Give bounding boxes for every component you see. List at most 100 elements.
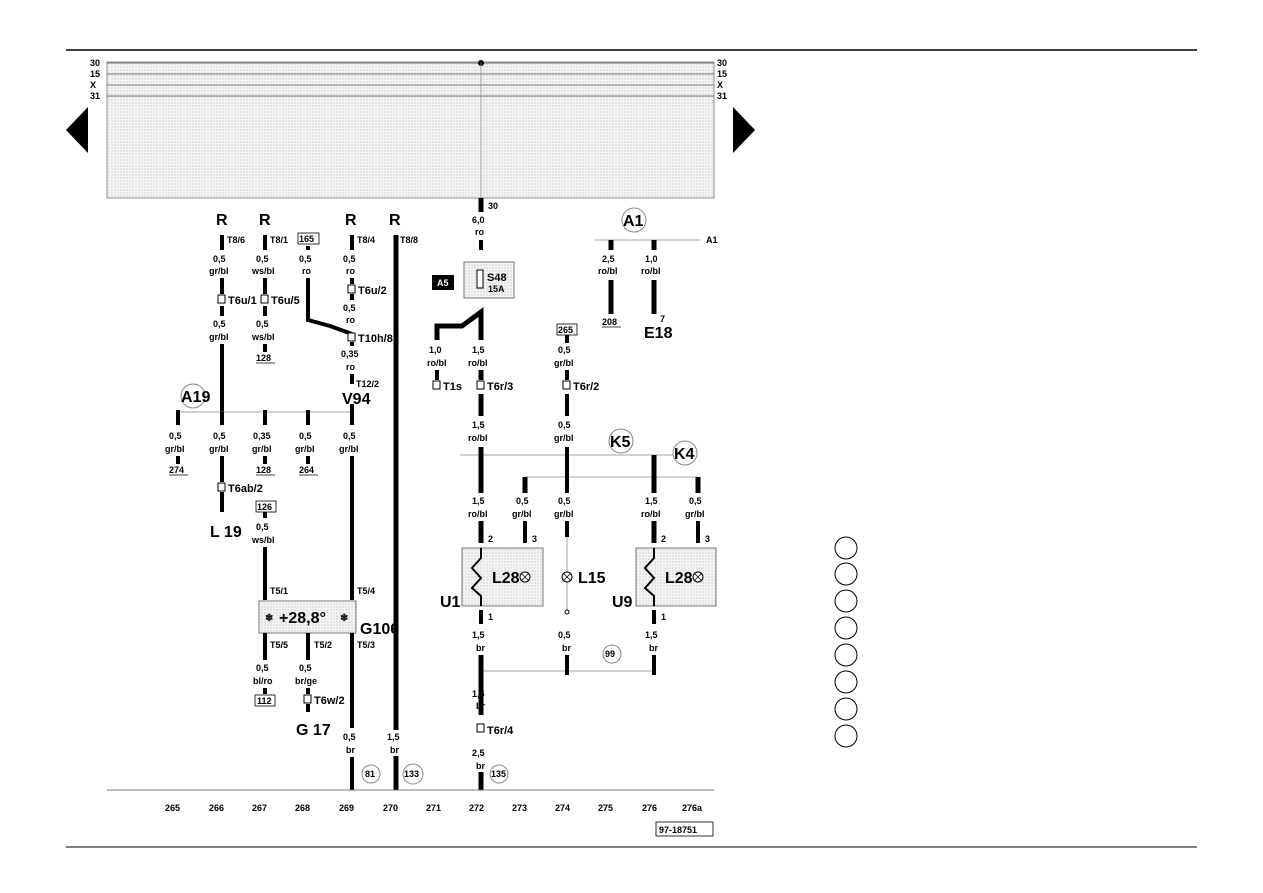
wire-color-276a: gr/bl (685, 509, 705, 519)
wire-color-272-b: ro/bl (468, 433, 488, 443)
ref-274: 274 (169, 465, 184, 475)
wire-color-t1s: ro/bl (427, 358, 447, 368)
wire-size-g106: 0,5 (256, 522, 269, 532)
ref-264: 264 (299, 465, 314, 475)
wire-size-276-a: 1,5 (645, 496, 658, 506)
pin-276a-3: 3 (705, 534, 710, 544)
wire-size-274-c: 0,5 (558, 496, 571, 506)
ref-265: 265 (558, 325, 573, 335)
ref-208: 208 (602, 317, 617, 327)
a19-label: A19 (181, 389, 210, 406)
ref-126: 126 (257, 502, 272, 512)
wire-color-276-a: ro/bl (641, 509, 661, 519)
rail-x-right: X (717, 80, 723, 90)
wire-size-268: 0,5 (299, 254, 312, 264)
wire-size-a19-4: 0,5 (299, 431, 312, 441)
rail-30-right: 30 (717, 58, 727, 68)
wire-size-272-b: 1,5 (472, 420, 485, 430)
wire-size-272-f: 2,5 (472, 748, 485, 758)
wire-size-t1s: 1,0 (429, 345, 442, 355)
wire-color-273: gr/bl (512, 509, 532, 519)
wire-size-267-a: 0,5 (256, 254, 269, 264)
ref-128-a19: 128 (256, 465, 271, 475)
col-275: 275 (598, 803, 613, 813)
wire-color-276-b: br (649, 643, 658, 653)
wire-size-t52: 0,5 (299, 663, 312, 673)
col-265: 265 (165, 803, 180, 813)
prev-page-arrow[interactable] (66, 107, 88, 153)
col-273: 273 (512, 803, 527, 813)
wire-size-a1-2: 1,0 (645, 254, 658, 264)
component-e18: E18 (644, 325, 673, 342)
wire-size-272-c: 1,5 (472, 496, 485, 506)
module-u1 (461, 547, 544, 607)
wire-size-266-a: 0,5 (213, 254, 226, 264)
wire-color-269-b: ro (346, 315, 356, 325)
col-269: 269 (339, 803, 354, 813)
wire-color-266-a: gr/bl (209, 266, 229, 276)
col-271: 271 (426, 803, 441, 813)
wire-color-269-bottom: br (346, 745, 355, 755)
wire-color-274-a: gr/bl (554, 358, 574, 368)
connector-t1s: T1s (443, 381, 462, 393)
lamp-l15: L15 (578, 570, 606, 587)
lamp-l28-u1: L28 (492, 570, 520, 587)
rail-31-right: 31 (717, 91, 727, 101)
connector-t6r3: T6r/3 (487, 381, 513, 393)
rail-lines (107, 62, 714, 97)
connector-t6r4: T6r/4 (487, 725, 514, 737)
ref-133: 133 (404, 769, 419, 779)
wire-size-a19-1: 0,5 (169, 431, 182, 441)
connector-t6u1: T6u/1 (228, 295, 257, 307)
wire-color-t52: br/ge (295, 676, 317, 686)
document-reference: 97-18751 (659, 825, 697, 835)
k4-label: K4 (674, 446, 695, 463)
connector-t122: T12/2 (356, 379, 379, 389)
fuse-s48-label: S48 (487, 272, 507, 284)
rail-15-left: 15 (90, 69, 100, 79)
pin-276-1: 1 (661, 612, 666, 622)
wire-size-272-main: 6,0 (472, 215, 485, 225)
wire-size-274-b: 0,5 (558, 420, 571, 430)
wire-size-266-b: 0,5 (213, 319, 226, 329)
pin-272-1: 1 (488, 612, 493, 622)
wire-size-269-bottom: 0,5 (343, 732, 356, 742)
pin-t54: T5/4 (357, 586, 375, 596)
wire-color-t55: bl/ro (253, 676, 273, 686)
wire-size-276-b: 1,5 (645, 630, 658, 640)
rail-31-left: 31 (90, 91, 100, 101)
col-266: 266 (209, 803, 224, 813)
wire-size-276a: 0,5 (689, 496, 702, 506)
sensor-g106-display: +28,8° (279, 610, 326, 627)
wire-size-269-c: 0,35 (341, 349, 359, 359)
wire-size-267-b: 0,5 (256, 319, 269, 329)
a1-label: A1 (623, 213, 644, 230)
wire-color-272-a: ro/bl (468, 358, 488, 368)
ref-99: 99 (605, 649, 615, 659)
sensor-g106-label: G106 (360, 621, 399, 638)
ref-135: 135 (491, 769, 506, 779)
connector-t6r2: T6r/2 (573, 381, 599, 393)
r-label-266: R (216, 212, 228, 229)
rail-x-left: X (90, 80, 96, 90)
wire-color-266-b: gr/bl (209, 332, 229, 342)
col-276: 276 (642, 803, 657, 813)
module-u1-label: U1 (440, 594, 461, 611)
snowflake-icon-right: ❄ (340, 613, 348, 624)
next-page-arrow[interactable] (733, 107, 755, 153)
pin-t53: T5/3 (357, 640, 375, 650)
pin-273-3: 3 (532, 534, 537, 544)
wire-size-272-e: 1,5 (472, 689, 485, 699)
pin-t51: T5/1 (270, 586, 288, 596)
wire-color-269-c: ro (346, 362, 356, 372)
snowflake-icon-left: ❄ (265, 613, 273, 624)
wire-size-a19-2: 0,5 (213, 431, 226, 441)
wire-color-272-f: br (476, 761, 485, 771)
k5-label: K5 (610, 434, 631, 451)
wire-size-a1-1: 2,5 (602, 254, 615, 264)
wire-color-272-c: ro/bl (468, 509, 488, 519)
wire-color-267-a: ws/bl (251, 266, 275, 276)
wire-color-a19-2: gr/bl (209, 444, 229, 454)
component-v94: V94 (342, 391, 371, 408)
